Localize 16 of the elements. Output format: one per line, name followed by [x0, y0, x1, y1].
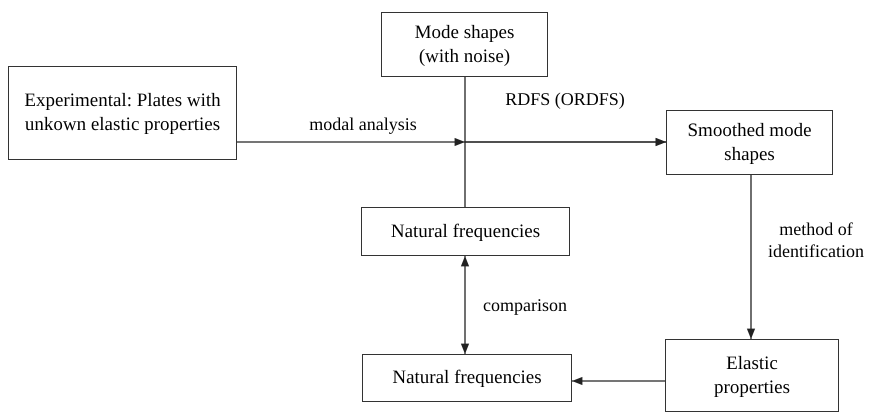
arrow [746, 175, 756, 339]
arrow [464, 138, 666, 207]
box-text: Elastic properties [713, 352, 791, 400]
box-text: Smoothed mode shapes [687, 118, 812, 166]
box-text: Natural frequencies [390, 220, 540, 244]
arrow [460, 256, 470, 354]
process-box [8, 66, 237, 160]
process-box [361, 207, 570, 256]
process-box [665, 339, 839, 412]
box-text: Mode shapes (with noise) [414, 20, 516, 68]
process-box [362, 354, 572, 402]
box-text: Experimental: Plates with unkown elastic properties [23, 89, 222, 137]
process-box [381, 12, 548, 77]
process-box [666, 110, 833, 175]
arrow [572, 376, 665, 386]
box-text: Natural frequencies [392, 366, 542, 390]
